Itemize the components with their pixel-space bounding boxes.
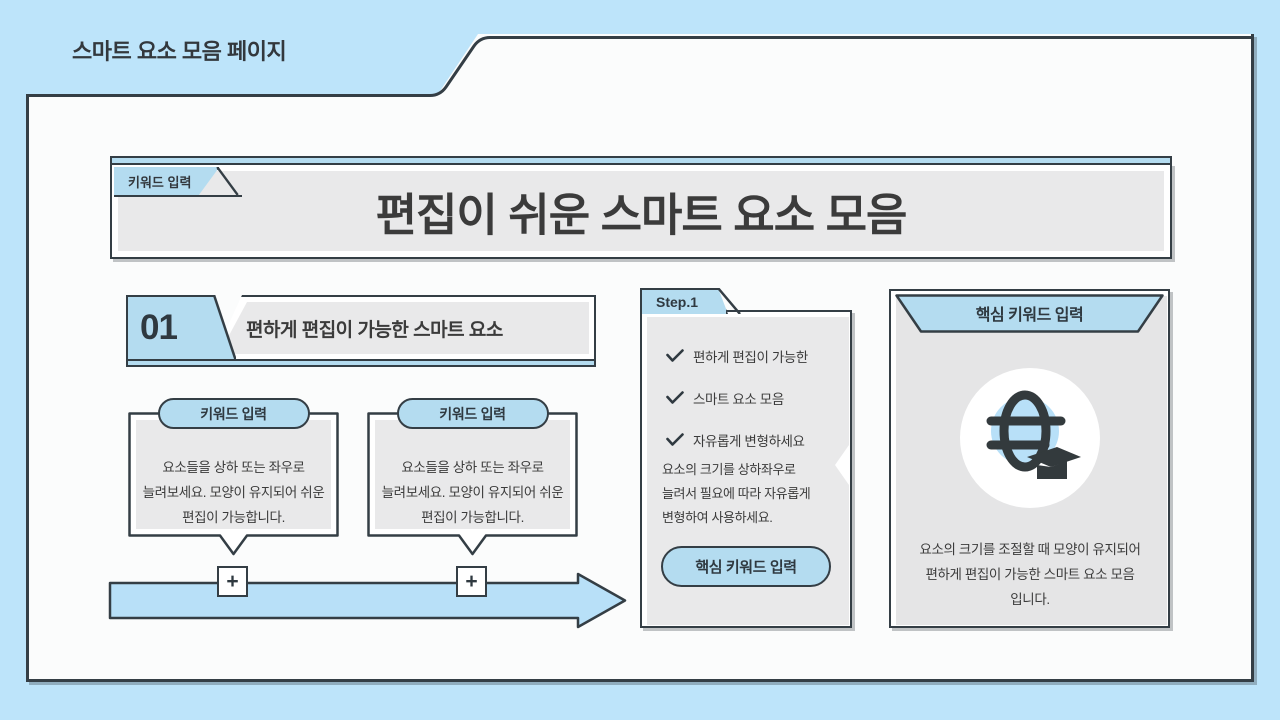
main-title: 편집이 쉬운 스마트 요소 모음: [375, 189, 908, 241]
section-label: 편하게 편집이 가능한 스마트 요소: [246, 319, 503, 341]
key-panel-body: 요소의 크기를 조절할 때 모양이 유지되어 편하게 편집이 가능한 스마트 요…: [919, 542, 1141, 607]
bubble-outline: [128, 412, 339, 556]
add-step-button[interactable]: +: [456, 566, 487, 597]
step-body-text: 요소의 크기를 상하좌우로 늘려서 필요에 따라 자유롭게 변형하여 사용하세요…: [662, 462, 811, 526]
bubble-pill-label[interactable]: 키워드 입력: [157, 398, 310, 429]
check-list-item: 자유롭게 변형하세요: [666, 430, 832, 450]
step-cta-button[interactable]: 핵심 키워드 입력: [661, 546, 831, 587]
section-number: 01: [140, 308, 178, 347]
title-banner-inner: [118, 171, 1164, 251]
step-checklist: 편하게 편집이 가능한 스마트 요소 모음 자유롭게 변형하세요: [666, 346, 832, 472]
bubble-outline: [367, 412, 578, 556]
bubble-card: 요소들을 상하 또는 좌우로 늘려보세요. 모양이 유지되어 쉬운 편집이 가능…: [367, 398, 578, 556]
check-icon: [666, 391, 684, 404]
bubble-body: 요소들을 상하 또는 좌우로 늘려보세요. 모양이 유지되어 쉬운 편집이 가능…: [142, 460, 325, 525]
check-list-label: 스마트 요소 모음: [693, 392, 784, 407]
check-list-item: 스마트 요소 모음: [666, 388, 832, 408]
bubble-body: 요소들을 상하 또는 좌우로 늘려보세요. 모양이 유지되어 쉬운 편집이 가능…: [381, 460, 564, 525]
check-list-item: 편하게 편집이 가능한: [666, 346, 832, 366]
check-icon: [666, 433, 684, 446]
add-step-button[interactable]: +: [217, 566, 248, 597]
title-banner-body: 편집이 쉬운 스마트 요소 모음 키워드 입력: [110, 163, 1172, 259]
process-arrow: [108, 572, 627, 629]
key-panel-banner-label: 핵심 키워드 입력: [975, 307, 1084, 324]
check-list-label: 자유롭게 변형하세요: [693, 434, 805, 449]
globe-graduation-cap-icon: [986, 390, 1081, 479]
section-header: 01 편하게 편집이 가능한 스마트 요소: [126, 295, 596, 367]
step-tab[interactable]: Step.1: [640, 288, 729, 314]
step-panel-content: 편하게 편집이 가능한 스마트 요소 모음 자유롭게 변형하세요 요소의 크기를…: [650, 322, 842, 616]
page-title: 스마트 요소 모음 페이지: [72, 39, 287, 64]
check-list-label: 편하게 편집이 가능한: [693, 350, 808, 365]
bubble-pill-label[interactable]: 키워드 입력: [396, 398, 549, 429]
title-banner: 편집이 쉬운 스마트 요소 모음 키워드 입력: [110, 156, 1172, 259]
bubble-card: 요소들을 상하 또는 좌우로 늘려보세요. 모양이 유지되어 쉬운 편집이 가능…: [128, 398, 339, 556]
check-icon: [666, 349, 684, 362]
